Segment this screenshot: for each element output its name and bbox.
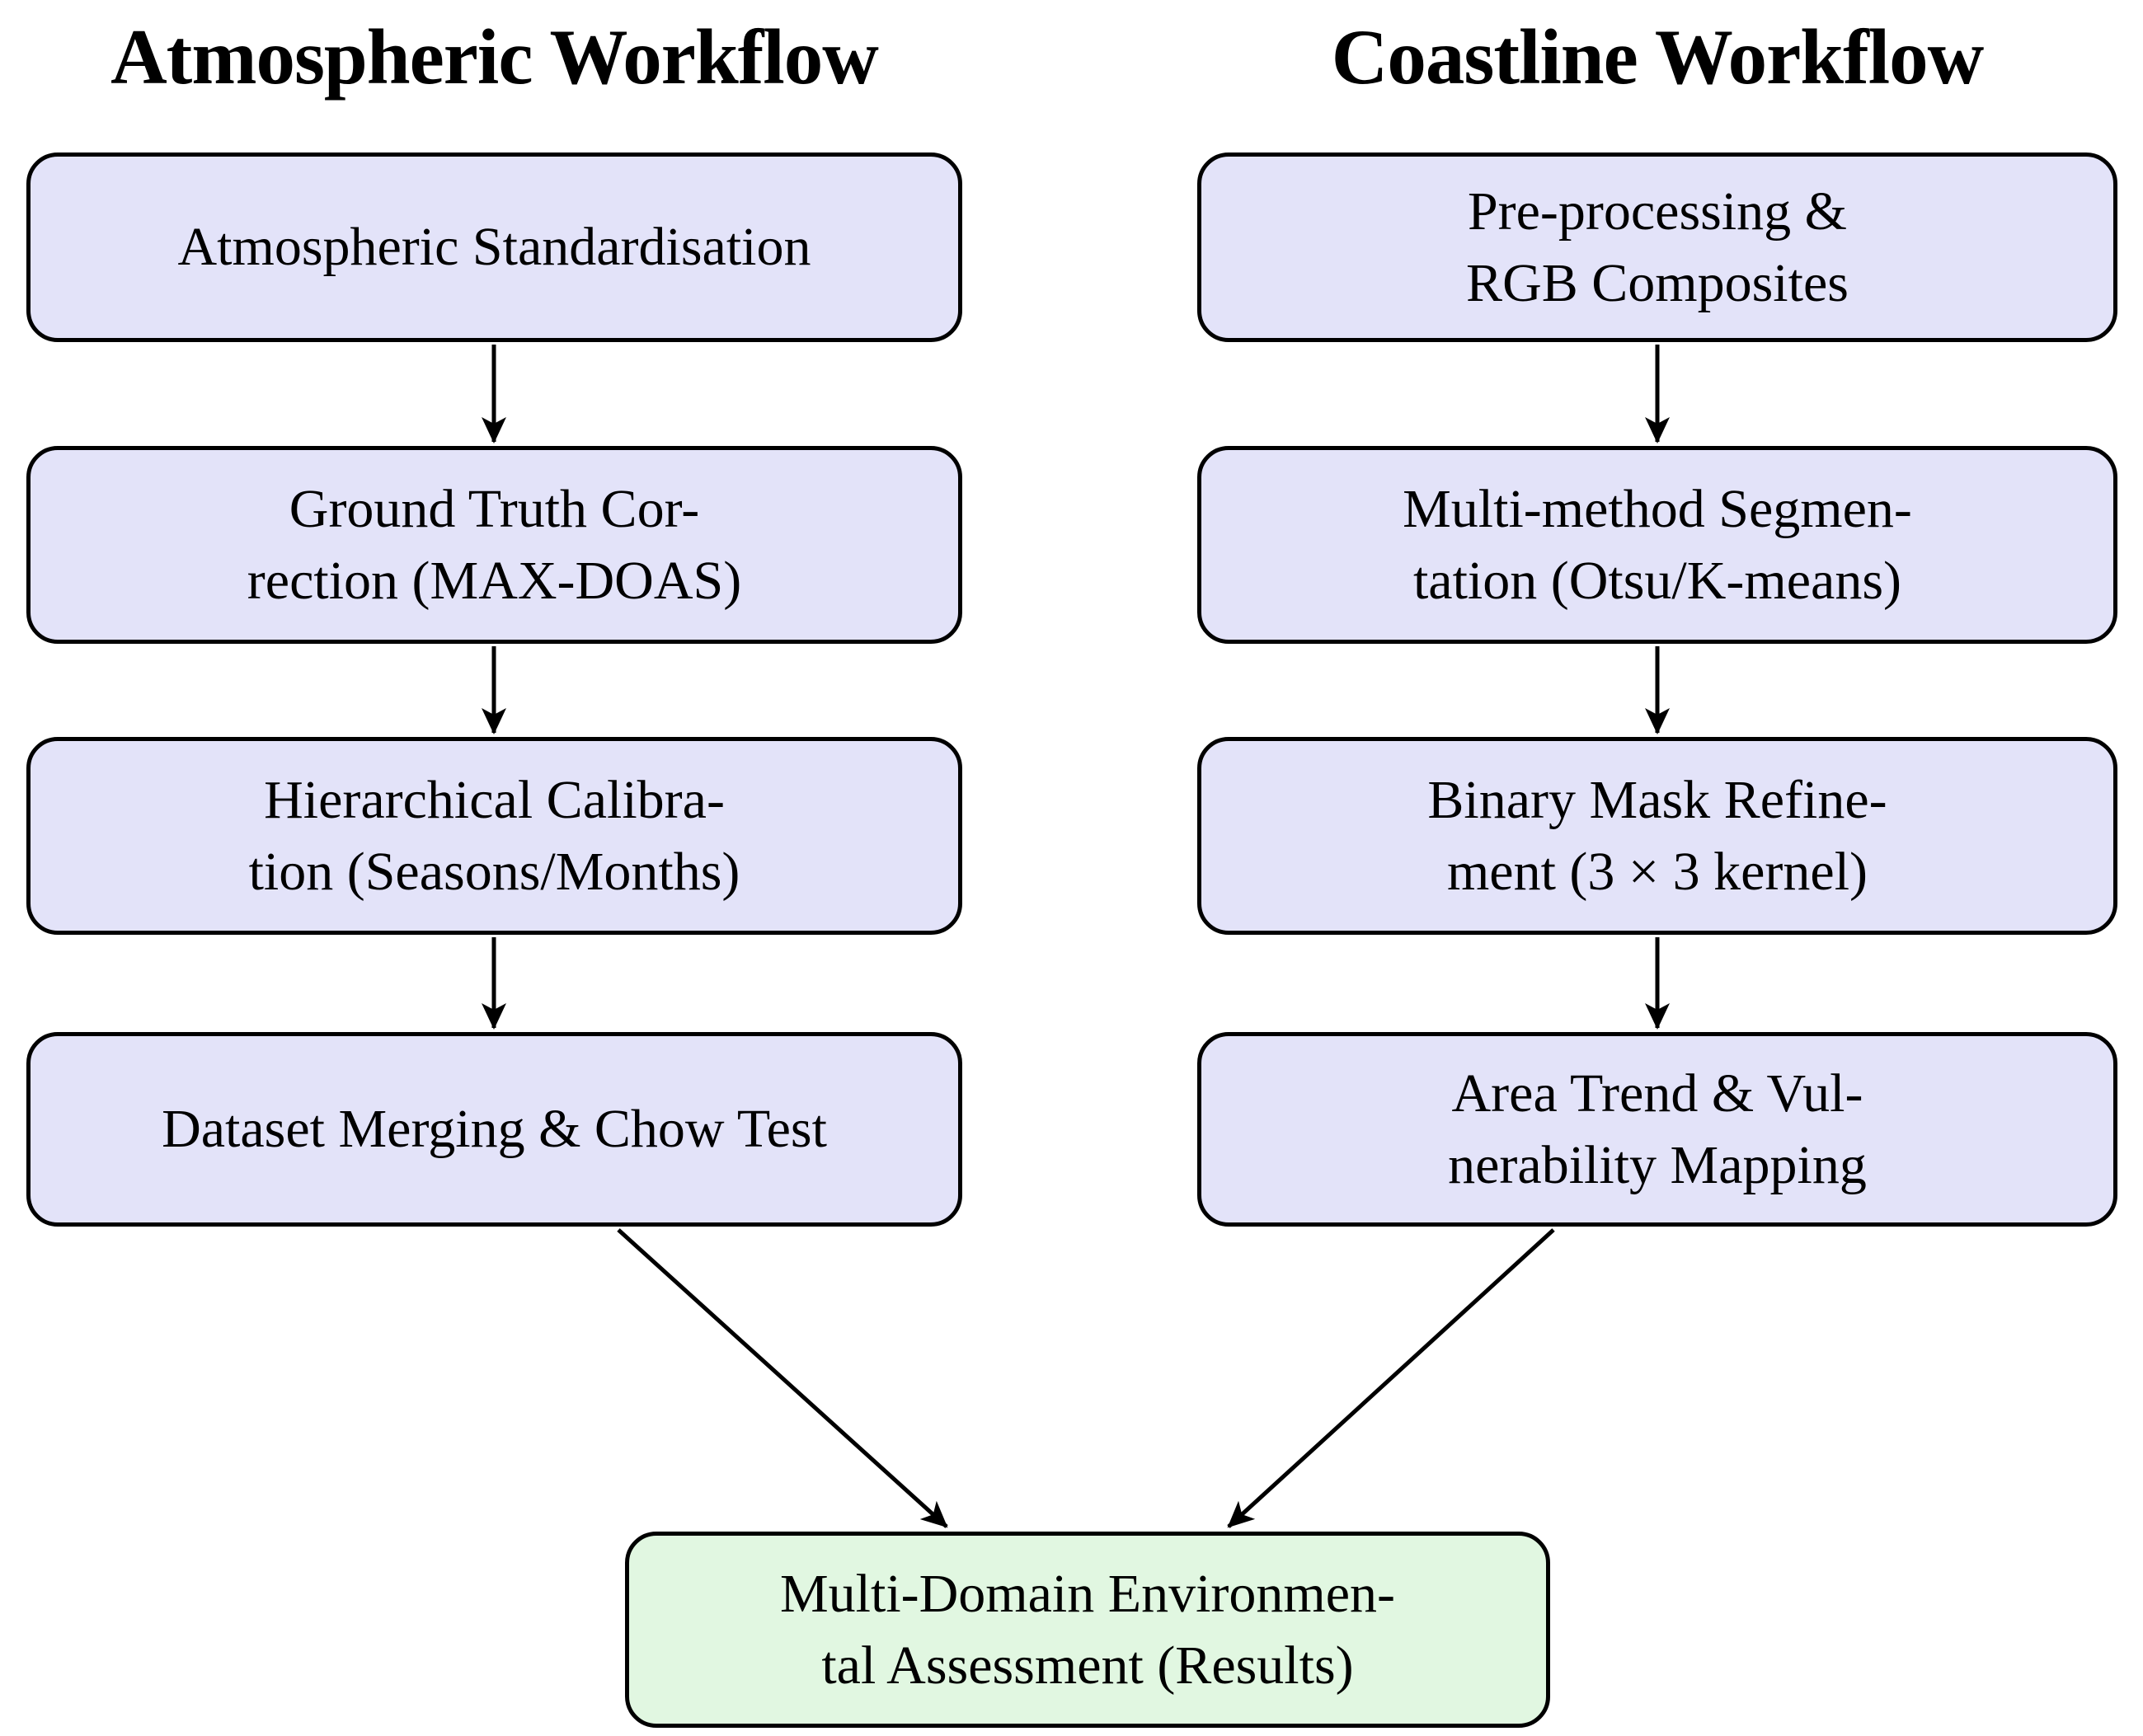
node-area-trend-vulnerability-mapping: Area Trend & Vul- nerability Mapping [1197, 1032, 2117, 1227]
node-atmospheric-standardisation: Atmospheric Standardisation [26, 152, 962, 342]
node-text-line2: nerability Mapping [1448, 1135, 1867, 1195]
node-text-line1: Pre-processing & [1467, 181, 1848, 242]
arrow-merge-left-icon [617, 1228, 948, 1528]
node-text-line1: Atmospheric Standardisation [177, 217, 811, 278]
node-text-line1: Multi-Domain Environmen- [779, 1563, 1396, 1624]
node-multi-domain-environmental-assessment: Multi-Domain Environmen- tal Assessment … [625, 1532, 1550, 1728]
arrow-merge-right-icon [1227, 1228, 1555, 1528]
node-text-line2: tal Assessment (Results) [821, 1635, 1354, 1696]
node-multi-method-segmentation: Multi-method Segmen- tation (Otsu/K-mean… [1197, 446, 2117, 644]
node-text-line2: ment (3 × 3 kernel) [1446, 842, 1868, 902]
node-text-line2: tation (Otsu/K-means) [1412, 551, 1902, 611]
node-hierarchical-calibration: Hierarchical Calibra- tion (Seasons/Mont… [26, 737, 962, 935]
column-title-coastline: Coastline Workflow [1331, 13, 1984, 101]
node-text-line1: Area Trend & Vul- [1451, 1063, 1863, 1124]
node-text-line1: Ground Truth Cor- [289, 478, 700, 539]
node-dataset-merging-chow-test: Dataset Merging & Chow Test [26, 1032, 962, 1227]
node-text-line2: rection (MAX-DOAS) [247, 551, 742, 611]
node-preprocessing-rgb-composites: Pre-processing & RGB Composites [1197, 152, 2117, 342]
node-text-line2: tion (Seasons/Months) [248, 842, 740, 902]
column-title-atmospheric: Atmospheric Workflow [110, 13, 879, 101]
node-ground-truth-correction: Ground Truth Cor- rection (MAX-DOAS) [26, 446, 962, 644]
node-text-line1: Dataset Merging & Chow Test [162, 1099, 827, 1160]
node-text-line2: RGB Composites [1466, 253, 1849, 313]
node-binary-mask-refinement: Binary Mask Refine- ment (3 × 3 kernel) [1197, 737, 2117, 935]
node-text-line1: Multi-method Segmen- [1403, 478, 1912, 539]
node-text-line1: Hierarchical Calibra- [264, 769, 725, 830]
node-text-line1: Binary Mask Refine- [1427, 769, 1887, 830]
